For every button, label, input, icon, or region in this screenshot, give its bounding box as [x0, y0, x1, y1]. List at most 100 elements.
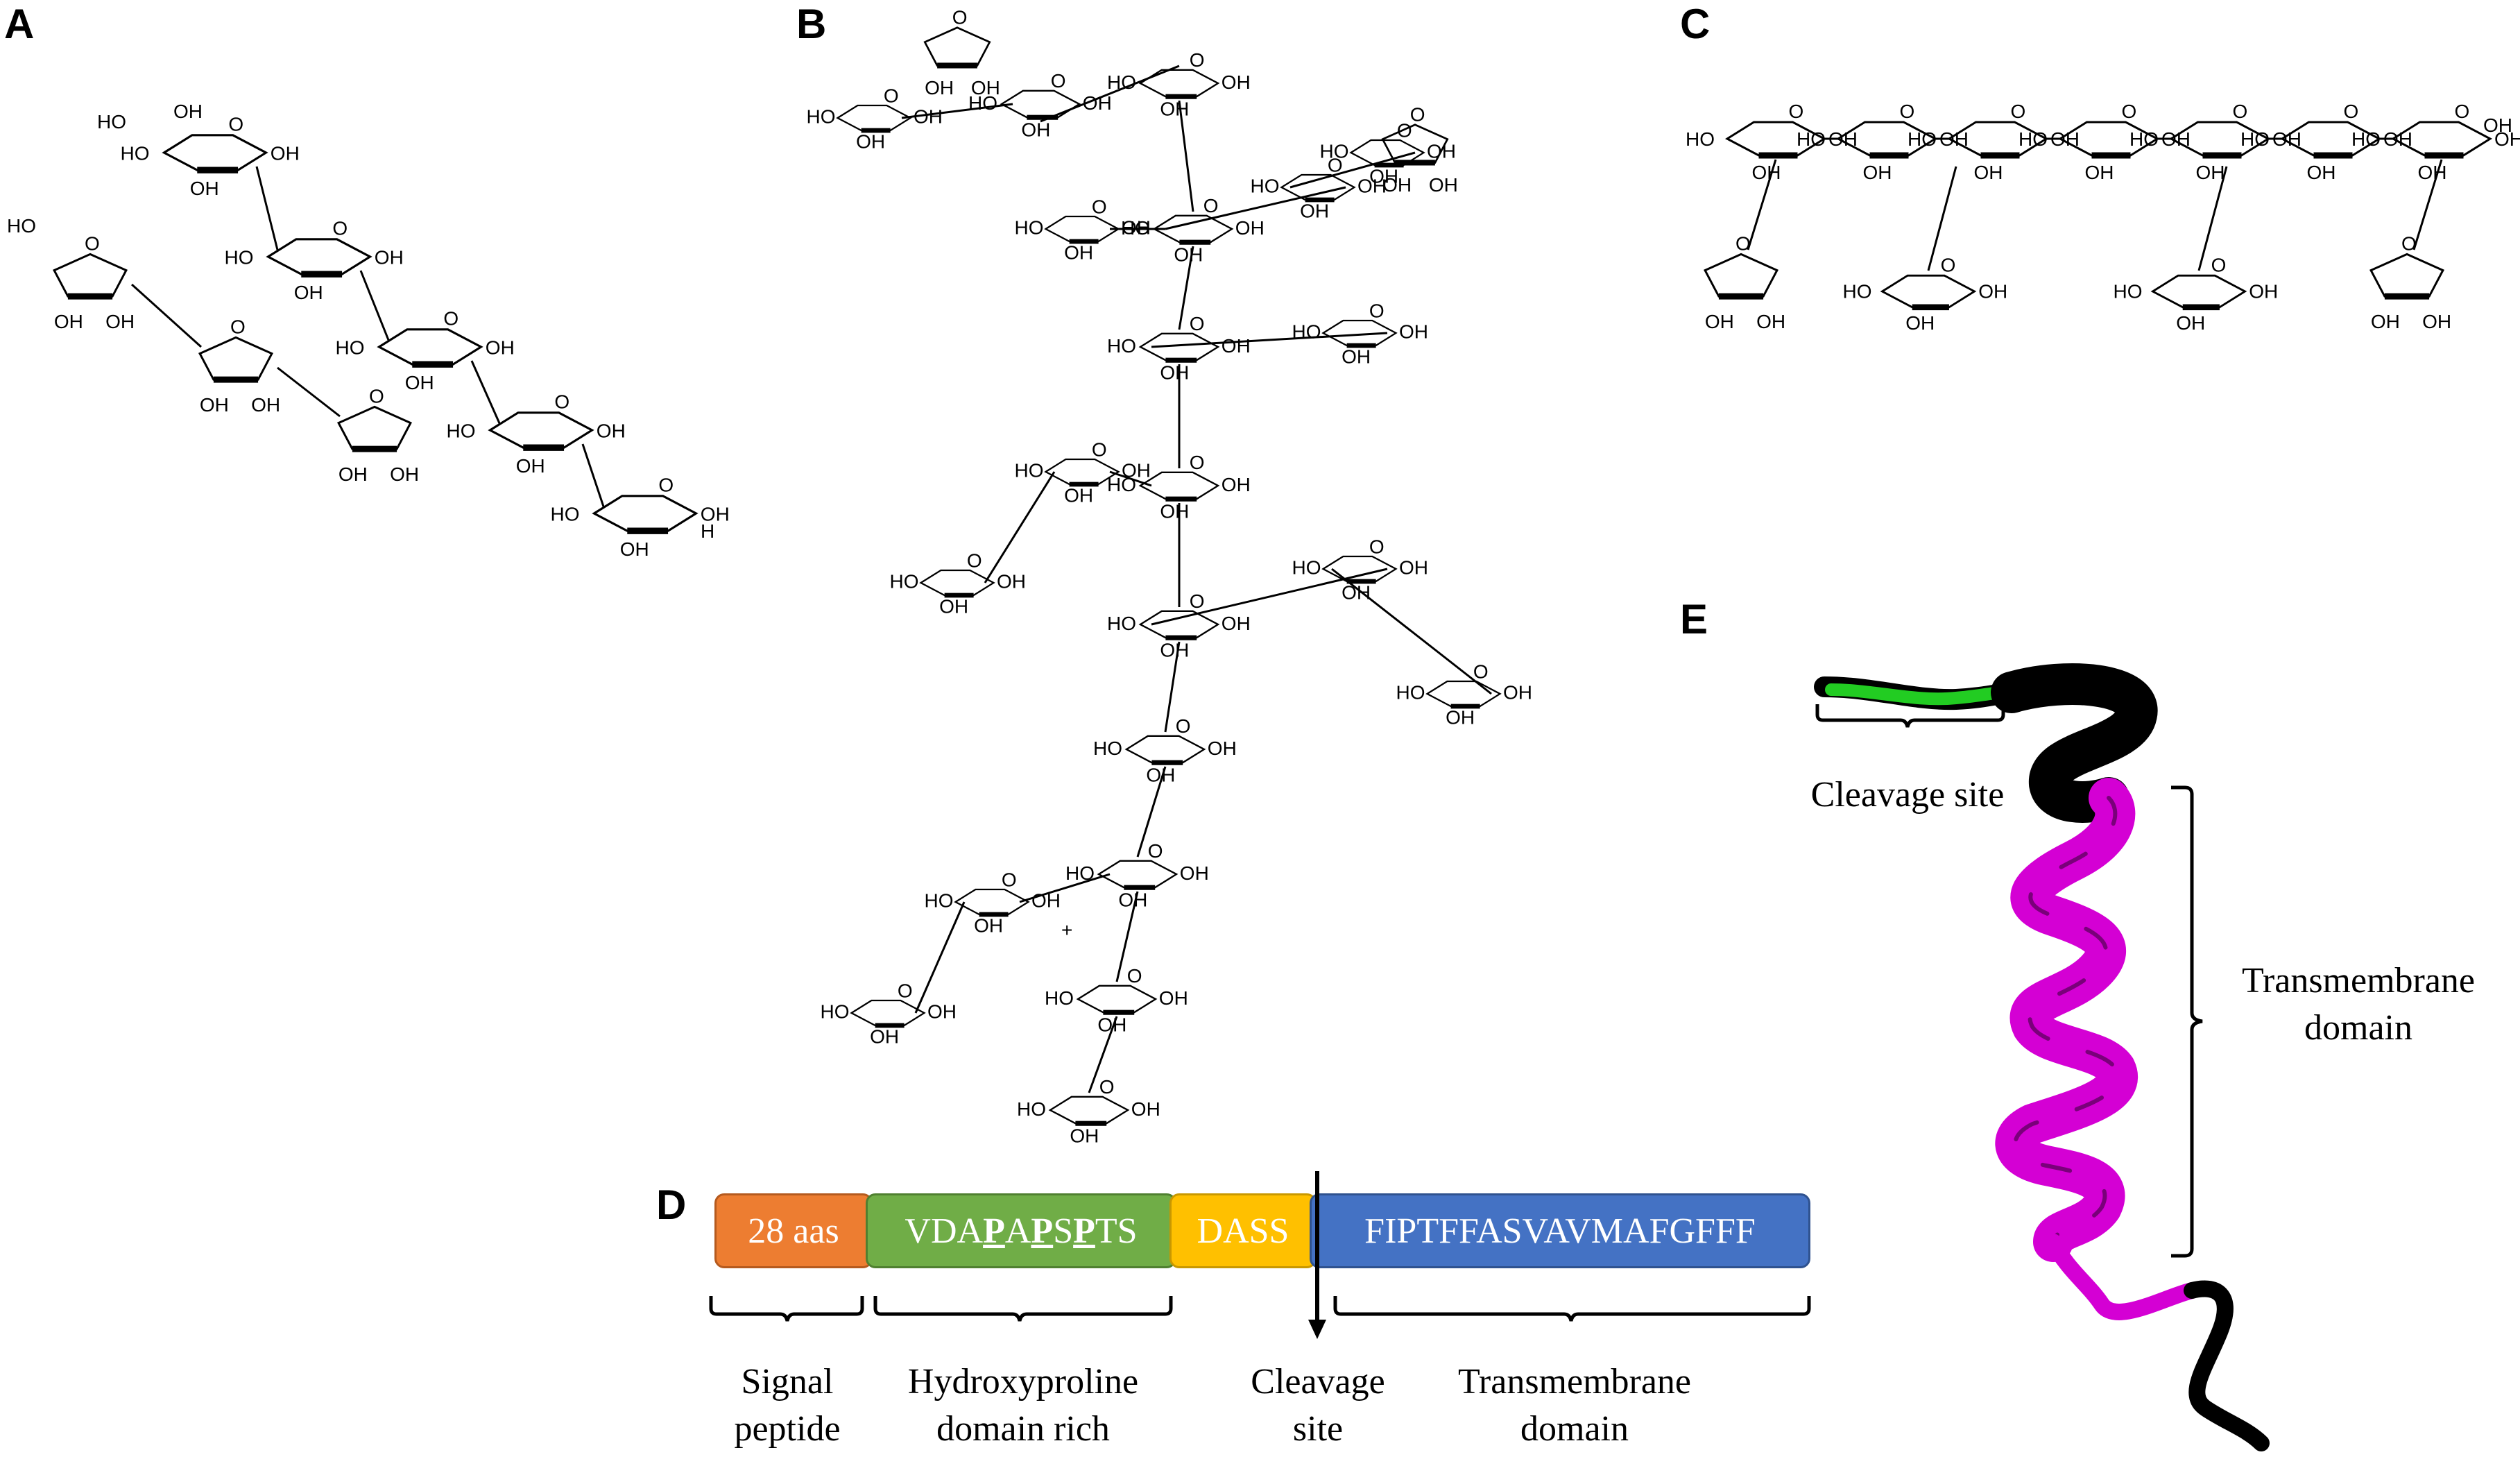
atom-label-oh: OH: [997, 571, 1026, 593]
glycosidic-bond: [1088, 1016, 1118, 1093]
atom-label-oh: OH: [974, 915, 1003, 937]
atom-label-o: O: [1410, 103, 1425, 125]
glycosidic-bond: [1747, 159, 1777, 250]
helix-black-tail: [2184, 1280, 2270, 1451]
atom-label-oh: OH: [2176, 312, 2205, 334]
label-tm-line1: Transmembrane: [1457, 1362, 1692, 1401]
atom-label-oh: OH: [927, 1001, 957, 1023]
atom-label-o: O: [1148, 840, 1163, 862]
atom-label-o: O: [1002, 869, 1017, 891]
atom-label-oh: OH: [1369, 166, 1398, 187]
atom-label-ho: HO: [336, 337, 365, 359]
atom-label-o: O: [85, 232, 100, 254]
hyp-suffix: TS: [1095, 1211, 1138, 1251]
glycosidic-bond: [1136, 766, 1167, 858]
glycosidic-bond: [255, 166, 279, 250]
atom-label-o: O: [1900, 101, 1915, 122]
atom-label-o: O: [1328, 155, 1343, 176]
panel-label-d: D: [656, 1182, 687, 1228]
atom-label-oh: OH: [870, 1026, 899, 1048]
atom-label-oh: OH: [1160, 361, 1189, 383]
atom-label-oh: OH: [1863, 162, 1892, 183]
atom-label-oh: OH: [1399, 321, 1428, 343]
signal-peptide-text: 28 aas: [748, 1211, 839, 1251]
atom-label-o: O: [898, 980, 913, 1002]
glycosidic-bond: [1151, 332, 1388, 348]
atom-label-oh: OH: [1222, 335, 1251, 357]
glycosidic-bond: [1151, 568, 1388, 626]
atom-label-oh: OH: [1208, 738, 1237, 759]
glycosidic-bond: [1178, 246, 1194, 330]
atom-label-o: O: [884, 85, 899, 107]
atom-label-oh: OH: [390, 463, 419, 485]
atom-label-oh: OH: [1446, 707, 1475, 728]
hyp-p2: P: [1031, 1211, 1054, 1251]
atom-label-ho: HO: [2114, 281, 2143, 303]
atom-label-ho: HO: [97, 111, 126, 133]
atom-label-o: O: [1127, 965, 1142, 987]
atom-label-ho: HO: [1320, 141, 1349, 162]
atom-label-o: O: [1092, 196, 1107, 218]
atom-label-o: O: [1190, 590, 1205, 612]
atom-label-oh: OH: [1174, 244, 1203, 265]
atom-label-ho: HO: [890, 571, 919, 593]
hyp-prefix: VDA: [905, 1211, 984, 1251]
atom-label-o: O: [1190, 49, 1205, 71]
glycosidic-bond: [277, 366, 341, 418]
atom-label-oh: OH: [1222, 71, 1251, 93]
hyp-p3: P: [1073, 1211, 1095, 1251]
label-hyp-line1: Hydroxyproline: [907, 1362, 1139, 1401]
atom-label-oh: OH: [971, 77, 1000, 99]
atom-label-oh: OH: [516, 455, 545, 477]
brace-helix-cleavage: [1815, 704, 2005, 728]
atom-label-oh: OH: [856, 131, 885, 153]
label-signal-line2: peptide: [734, 1408, 841, 1449]
atom-label-ho: HO: [1015, 217, 1044, 239]
atom-label-oh: OH: [200, 394, 229, 416]
label-signal-peptide: Signal peptide: [701, 1358, 874, 1452]
atom-label-oh: OH: [925, 77, 954, 99]
atom-label-o: O: [967, 550, 982, 572]
atom-label-o: O: [1473, 661, 1489, 683]
atom-label-o: O: [2233, 101, 2248, 122]
atom-label-oh: OH: [294, 282, 323, 303]
atom-label-ho: HO: [1093, 738, 1122, 759]
dass-segment: DASS: [1169, 1193, 1317, 1268]
atom-label-o: O: [230, 316, 246, 337]
atom-label-h: H: [701, 520, 714, 542]
atom-label-oh: OH: [1342, 346, 1371, 368]
atom-label-o: O: [1735, 232, 1751, 254]
atom-label-oh: OH: [1160, 639, 1189, 661]
atom-label-oh: OH: [2307, 162, 2336, 183]
atom-label-ho: HO: [1107, 613, 1136, 634]
atom-label-o: O: [332, 218, 348, 239]
atom-label-oh: OH: [1974, 162, 2003, 183]
atom-label-o: O: [1051, 70, 1066, 92]
transmembrane-segment: FIPTFFASVAVMAFGFFF: [1310, 1193, 1810, 1268]
label-cleavage-line1: Cleavage: [1251, 1362, 1385, 1401]
glycosidic-bond: [470, 360, 501, 424]
atom-label-oh: OH: [1503, 682, 1532, 704]
label-signal-line1: Signal: [741, 1362, 834, 1401]
atom-label-oh: OH: [1064, 242, 1093, 264]
atom-label-o: O: [554, 391, 569, 413]
atom-label-o: O: [2401, 232, 2417, 254]
glycosidic-bond: [1165, 186, 1346, 230]
atom-label-oh: OH: [2422, 311, 2451, 332]
atom-label-o: O: [1092, 439, 1107, 461]
atom-label-oh: OH: [939, 596, 968, 617]
glycosidic-bond: [1040, 65, 1180, 123]
atom-label-oh: OH: [1756, 311, 1785, 332]
atom-label-oh: OH: [620, 538, 649, 560]
glycosidic-bond: [1164, 641, 1181, 733]
helix-magenta-coil: [1995, 778, 2138, 1262]
brace-helix-transmembrane: [2171, 785, 2203, 1258]
glycosidic-bond: [1109, 470, 1152, 487]
glycosidic-bond: [901, 103, 1013, 119]
atom-label-oh: OH: [1300, 201, 1329, 222]
glycosidic-bond: [1115, 891, 1139, 982]
hyp-s: S: [1053, 1211, 1074, 1251]
atom-label-oh: OH: [1222, 613, 1251, 634]
